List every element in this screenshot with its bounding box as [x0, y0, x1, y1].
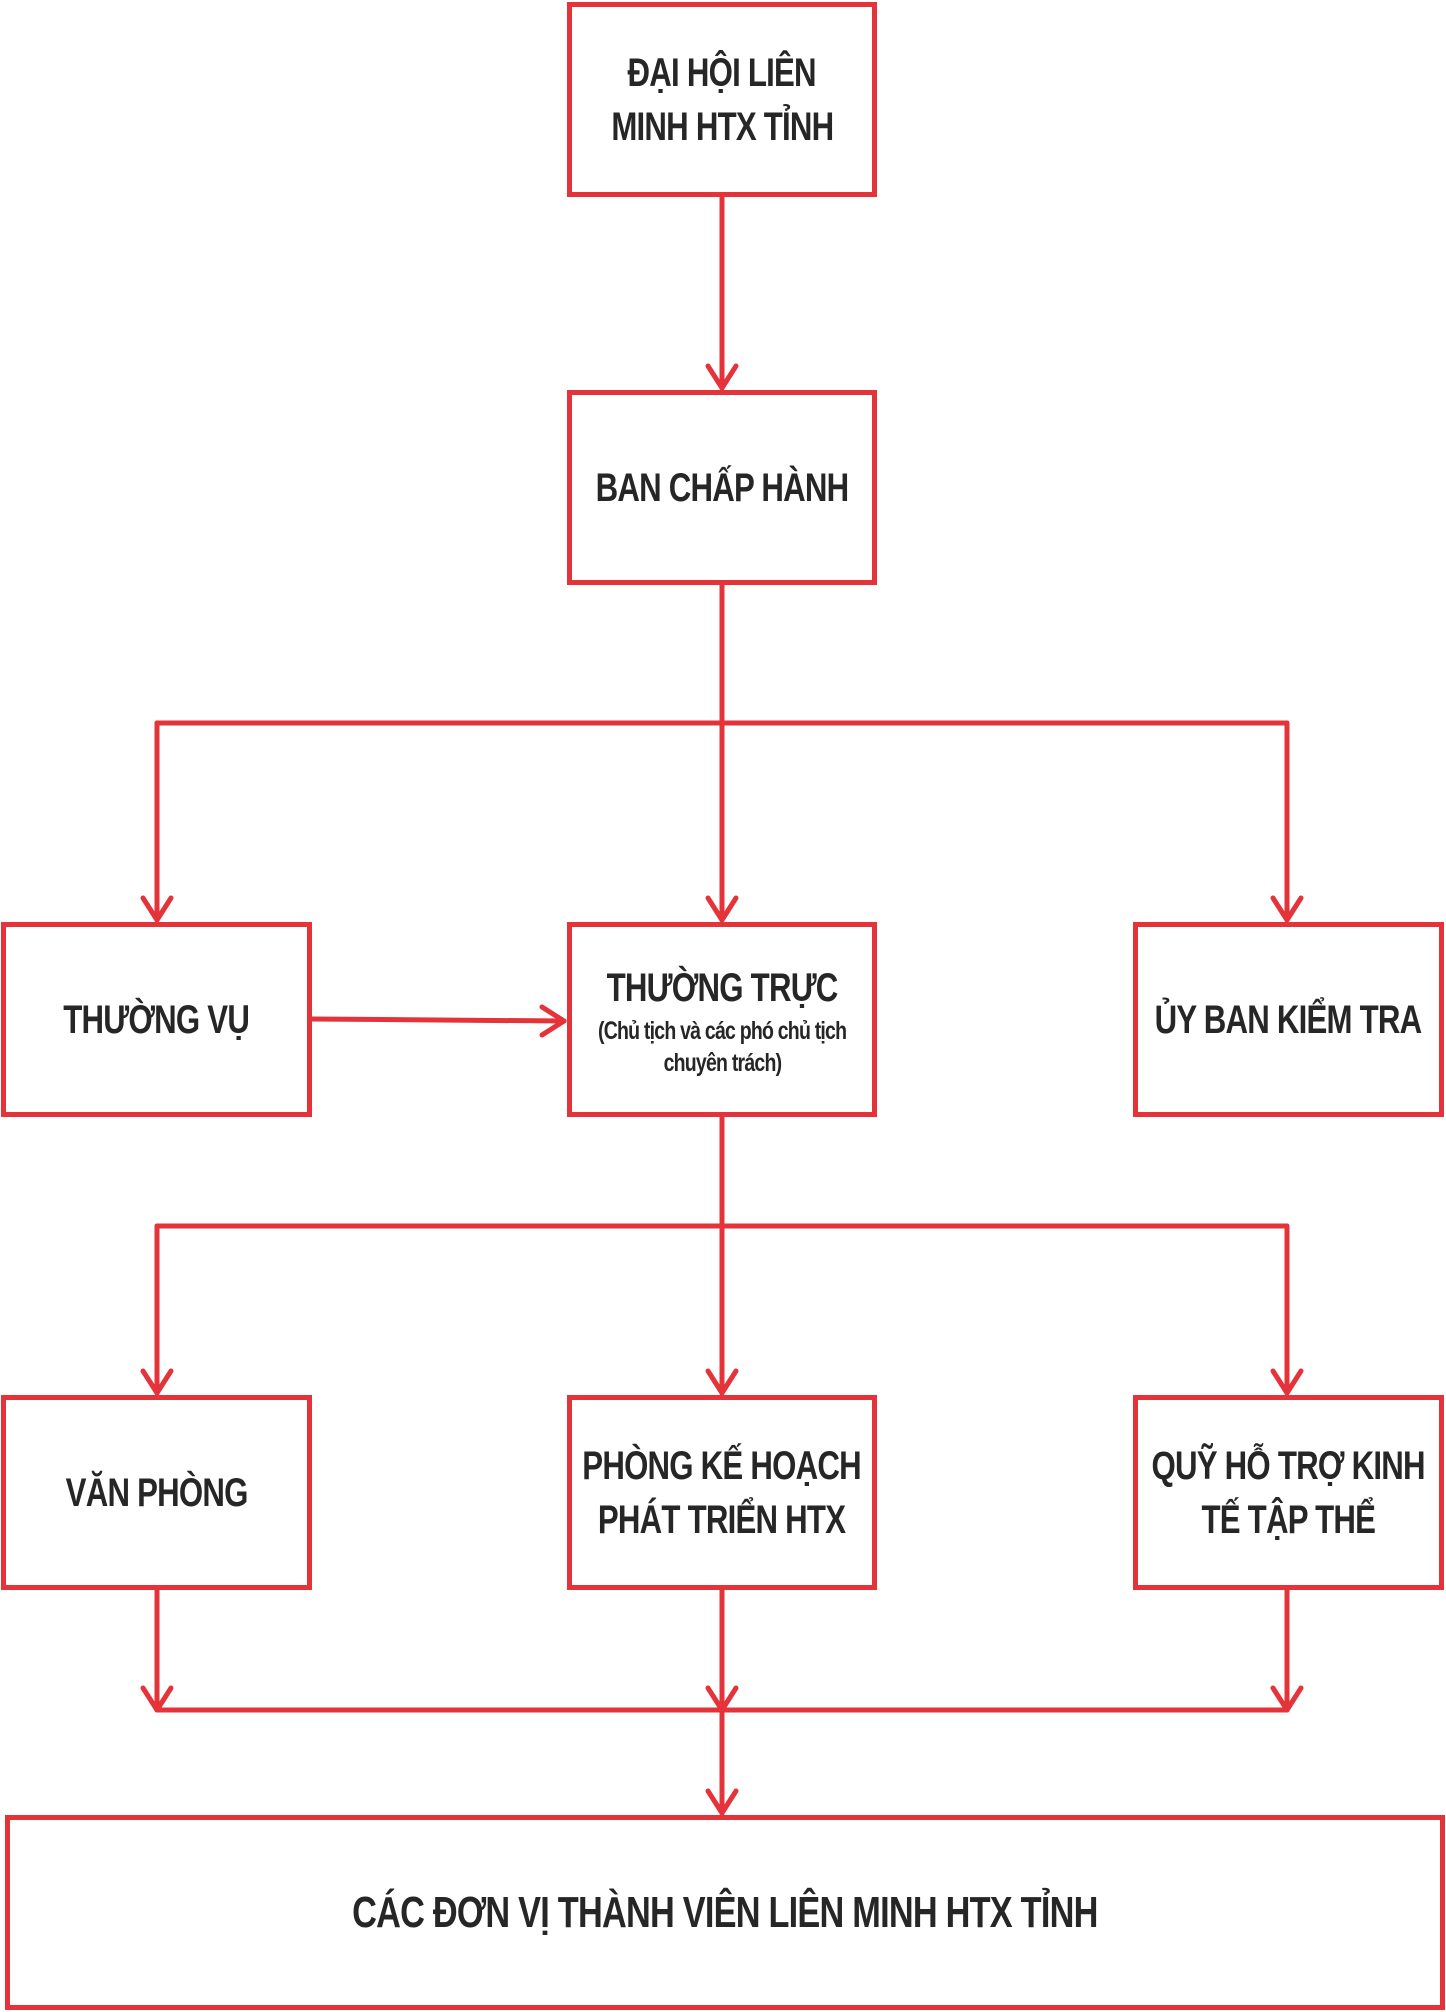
node-office: VĂN PHÒNG — [1, 1395, 312, 1590]
node-executive-title: BAN CHẤP HÀNH — [595, 465, 850, 510]
node-routine-affairs: THƯỜNG VỤ — [1, 922, 312, 1117]
arrow-head-inspection — [1270, 895, 1304, 923]
arrow-head-routine-standing — [539, 1004, 567, 1038]
node-congress: ĐẠI HỘI LIÊN MINH HTX TỈNH — [567, 2, 877, 197]
arrow-head-standing — [705, 895, 739, 923]
arrow-head-planning — [705, 1368, 739, 1396]
node-standing-note-line1: (Chủ tịch và các phó chủ tịch — [597, 1016, 847, 1045]
arrow-head-executive — [705, 363, 739, 391]
node-executive-committee: BAN CHẤP HÀNH — [567, 390, 877, 585]
node-support-fund: QUỸ HỖ TRỢ KINH TẾ TẬP THỂ — [1133, 1395, 1444, 1590]
arrow-head-routine — [140, 895, 174, 923]
node-planning-department: PHÒNG KẾ HOẠCH PHÁT TRIỂN HTX — [567, 1395, 877, 1590]
node-planning-title-line1: PHÒNG KẾ HOẠCH — [582, 1443, 862, 1488]
node-office-title: VĂN PHÒNG — [65, 1470, 249, 1515]
node-standing-note-line2: chuyên trách) — [663, 1048, 782, 1077]
arrow-head-office — [140, 1368, 174, 1396]
node-standing-title: THƯỜNG TRỰC — [606, 965, 838, 1010]
arrow-head-fund — [1270, 1368, 1304, 1396]
node-congress-title-line2: MINH HTX TỈNH — [610, 104, 834, 149]
node-members-title: CÁC ĐƠN VỊ THÀNH VIÊN LIÊN MINH HTX TỈNH — [352, 1887, 1098, 1937]
node-congress-title-line1: ĐẠI HỘI LIÊN — [627, 50, 817, 95]
node-member-units: CÁC ĐƠN VỊ THÀNH VIÊN LIÊN MINH HTX TỈNH — [5, 1815, 1445, 2010]
node-routine-title: THƯỜNG VỤ — [63, 997, 251, 1042]
node-standing-board: THƯỜNG TRỰC (Chủ tịch và các phó chủ tịc… — [567, 922, 877, 1117]
arrow-head-members — [705, 1788, 739, 1816]
connector-routine-standing — [309, 1016, 567, 1024]
node-inspection-title: ỦY BAN KIỂM TRA — [1155, 997, 1423, 1042]
node-inspection-committee: ỦY BAN KIỂM TRA — [1133, 922, 1444, 1117]
node-fund-title-line1: QUỸ HỖ TRỢ KINH — [1151, 1443, 1426, 1488]
node-fund-title-line2: TẾ TẬP THỂ — [1201, 1497, 1376, 1542]
node-planning-title-line2: PHÁT TRIỂN HTX — [598, 1497, 846, 1542]
